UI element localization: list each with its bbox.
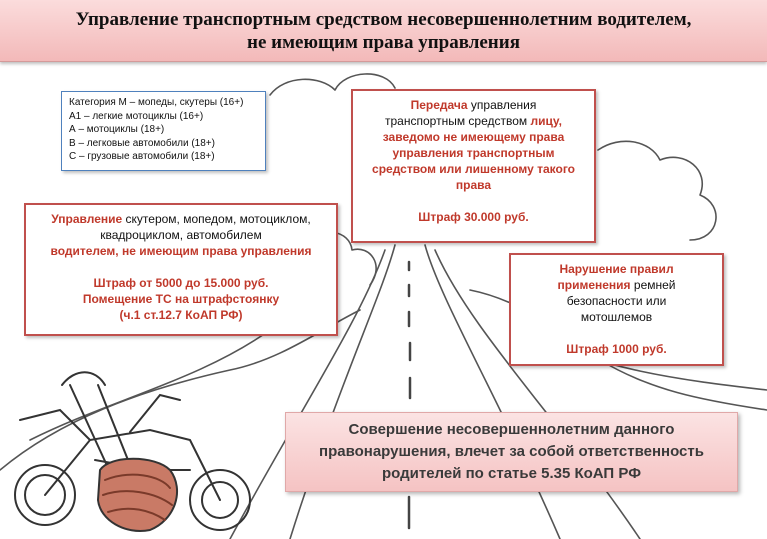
category-b: В – легковые автомобили (18+) — [69, 137, 215, 149]
vehicle-categories-box: Категория М – мопеды, скутеры (16+) А1 –… — [61, 91, 266, 171]
transfer-person-keyword: лицу, — [530, 114, 562, 128]
control-line-2: квадроциклом, автомобилем — [100, 228, 262, 242]
control-keyword: Управление — [51, 212, 123, 226]
control-line-3: водителем, не имеющим права управления — [50, 244, 312, 258]
road-left-edge-2 — [229, 249, 386, 539]
cloud-top — [269, 73, 396, 96]
transfer-line-2: транспортным средством — [385, 114, 531, 128]
helmet-keyword: применения — [557, 278, 631, 292]
consequence-line-2: правонарушения, влечет за собой ответств… — [319, 443, 704, 460]
parental-liability-box: Совершение несовершеннолетним данного пр… — [285, 412, 738, 492]
control-impound: Помещение ТС на штрафстоянку — [82, 292, 280, 306]
control-law-reference: (ч.1 ст.12.7 КоАП РФ) — [119, 308, 243, 322]
crutch-sketch — [61, 371, 179, 532]
title-banner: Управление транспортным средством несове… — [0, 0, 767, 62]
category-c: С – грузовые автомобили (18+) — [69, 151, 215, 162]
helmet-line-3: безопасности или — [566, 294, 667, 308]
transfer-keyword: Передача — [410, 98, 468, 112]
category-a: А – мотоциклы (18+) — [69, 124, 165, 135]
helmet-violation-box: Нарушение правил применения ремней безоп… — [509, 253, 724, 366]
helmet-fine: Штраф 1000 руб. — [566, 342, 667, 356]
transfer-line-4: управления транспортным — [392, 146, 555, 160]
cloud-right — [597, 140, 717, 241]
control-line-1: скутером, мопедом, мотоциклом, — [122, 212, 311, 226]
unlicensed-driving-box: Управление скутером, мопедом, мотоциклом… — [24, 203, 338, 336]
control-fine: Штраф от 5000 до 15.000 руб. — [93, 276, 269, 290]
road-right-edge-2 — [434, 249, 641, 539]
motorcycle-sketch — [14, 393, 251, 531]
page-title-line-2: не имеющим права управления — [247, 31, 520, 53]
consequence-line-1: Совершение несовершеннолетним данного — [348, 421, 675, 438]
helmet-line-1: Нарушение правил — [559, 262, 674, 276]
transfer-control-box: Передача управления транспортным средств… — [351, 89, 596, 243]
category-m: Категория М – мопеды, скутеры (16+) — [69, 97, 244, 108]
transfer-line-1: управления — [467, 98, 537, 112]
hill-left-2 — [29, 329, 271, 441]
category-a1: А1 – легкие мотоциклы (16+) — [69, 110, 204, 122]
transfer-line-6: права — [455, 178, 492, 192]
transfer-line-3: заведомо не имеющему права — [382, 130, 565, 144]
transfer-line-5: средством или лишенному такого — [372, 162, 575, 176]
transfer-fine: Штраф 30.000 руб. — [418, 210, 529, 224]
page-title-line-1: Управление транспортным средством несове… — [75, 8, 692, 30]
helmet-line-2: ремней — [630, 278, 676, 292]
consequence-line-3: родителей по статье 5.35 КоАП РФ — [382, 465, 641, 482]
helmet-line-4: мотошлемов — [580, 310, 653, 324]
